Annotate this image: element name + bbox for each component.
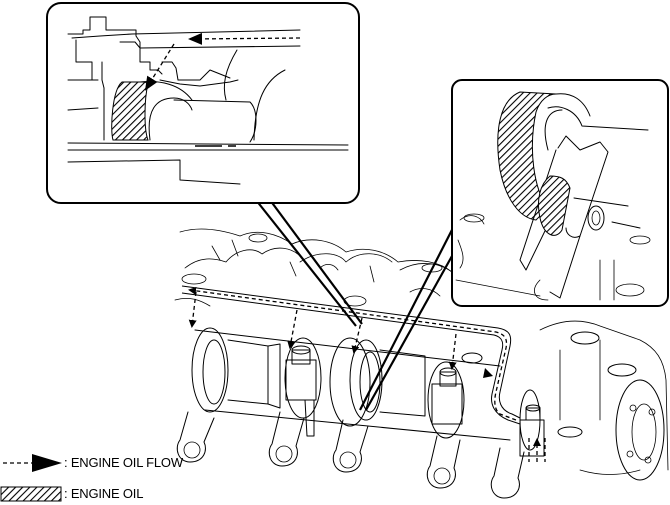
rocker-shaft [194, 329, 511, 441]
oil-flow-drops [188, 291, 541, 462]
legend-oil-symbol [0, 486, 62, 502]
journal-ring-2 [329, 337, 426, 427]
callout-leader-left [255, 199, 363, 327]
rocker-arms [176, 411, 525, 499]
inset-rocker-roller-detail [451, 79, 669, 307]
cam-end-housing [539, 320, 669, 481]
legend-oil-label: : ENGINE OIL [64, 486, 144, 501]
oil-flow-gallery [188, 286, 517, 421]
rocker-support-3 [519, 389, 546, 462]
journal-ring-1 [191, 327, 281, 413]
rocker-support-2 [427, 352, 483, 439]
oil-gallery-pipe [181, 285, 521, 425]
rocker-support-1 [284, 337, 322, 437]
legend-flow-label: : ENGINE OIL FLOW [64, 455, 183, 470]
legend-flow: : ENGINE OIL FLOW [64, 455, 183, 470]
legend-flow-symbol [3, 454, 62, 472]
inset-oil-gallery-detail [46, 2, 360, 204]
flow-arrow-icon [32, 454, 62, 472]
callout-leader-right [359, 221, 457, 411]
legend-oil: : ENGINE OIL [64, 486, 143, 501]
hatch-swatch-icon [0, 486, 62, 502]
